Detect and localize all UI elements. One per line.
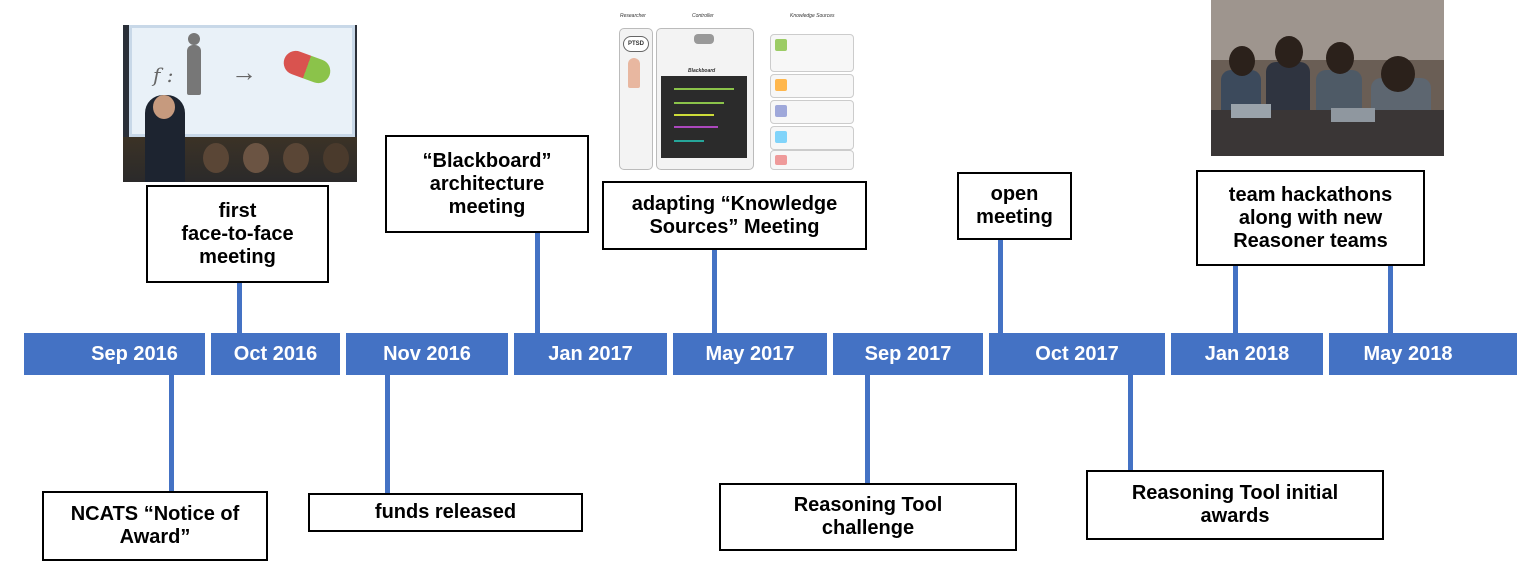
database-icon [775,131,787,143]
event-box-funds-released: funds released [308,493,583,532]
audience-head [323,143,349,173]
event-line: Sources” Meeting [649,215,820,238]
gamepad-icon [694,34,714,44]
board-line [674,88,734,90]
event-line: meeting [976,206,1053,228]
database-icon [775,105,787,117]
audience-head [243,143,269,173]
diagram-header-controller: Controller [692,13,714,19]
event-line: open [990,183,1039,205]
diagram-header-researcher: Researcher [620,13,646,19]
event-line: Reasoning Tool initial [1131,482,1339,504]
connector-hackathons-2 [1388,266,1393,333]
date-label: Sep 2017 [864,342,952,365]
audience-head [283,143,309,173]
audience-head [203,143,229,173]
ptsd-cloud: PTSD [623,36,649,52]
blackboard-architecture-diagram: Researcher Controller Knowledge Sources … [614,10,858,172]
event-box-team-hackathons: team hackathons along with new Reasoner … [1196,170,1425,266]
connector-notice-of-award [169,375,174,491]
connector-knowledge-sources-meeting [712,250,717,333]
event-line: meeting [448,195,526,218]
speaker-head [153,95,175,119]
date-label: Nov 2016 [383,342,471,365]
ptsd-label: PTSD [627,41,644,47]
event-line: meeting [199,245,276,268]
date-label: Jan 2018 [1204,342,1290,365]
timeline-segment-oct-2016: Oct 2016 [211,333,340,375]
event-line: face-to-face [181,222,294,245]
arrow-glyph: → [231,57,257,87]
timeline-segment-may-2017: May 2017 [673,333,827,375]
event-box-initial-awards: Reasoning Tool initial awards [1086,470,1384,540]
knowledge-source-row [770,150,854,170]
event-line: awards [1200,505,1270,527]
timeline-segment-jan-2017: Jan 2017 [514,333,667,375]
timeline-segment-jan-2018: Jan 2018 [1171,333,1323,375]
person-glyph [187,45,201,95]
event-box-open-meeting: open meeting [957,172,1072,240]
blackboard-label: Blackboard [688,68,716,74]
date-label: May 2018 [1363,342,1453,365]
timeline-segment-may-2018: May 2018 [1329,333,1517,375]
event-line: Award” [119,526,191,548]
timeline-segment-sep-2017: Sep 2017 [833,333,983,375]
connector-funds-released [385,375,390,493]
connector-blackboard-meeting [535,233,540,333]
database-icon [775,79,787,91]
connector-first-meeting [237,283,242,333]
event-line: Reasoner teams [1233,229,1388,252]
connector-hackathons-1 [1233,266,1238,333]
event-line: “Blackboard” [422,149,552,172]
event-line: first [218,199,257,222]
participant-head [1326,42,1354,74]
event-box-first-meeting: first face-to-face meeting [146,185,329,283]
event-line: adapting “Knowledge [631,192,838,215]
connector-reasoning-challenge [865,375,870,483]
event-box-blackboard-meeting: “Blackboard” architecture meeting [385,135,589,233]
knowledge-source-row [770,100,854,124]
timeline-segment-oct-2017: Oct 2017 [989,333,1165,375]
presentation-photo: f : → [123,25,357,182]
laptop-icon [1231,104,1271,118]
event-line: NCATS “Notice of [70,503,240,525]
event-box-knowledge-sources-meeting: adapting “Knowledge Sources” Meeting [602,181,867,250]
event-box-reasoning-challenge: Reasoning Tool challenge [719,483,1017,551]
database-icon [775,155,787,165]
diagram-header-knowledge-sources: Knowledge Sources [790,13,835,19]
knowledge-source-row [770,74,854,98]
event-line: Reasoning Tool [793,494,943,516]
event-box-notice-of-award: NCATS “Notice of Award” [42,491,268,561]
board-line [674,114,714,116]
timeline-segment-sep-2016: Sep 2016 [24,333,205,375]
event-line: funds released [374,501,517,523]
event-line: along with new [1238,206,1383,229]
date-label: May 2017 [705,342,795,365]
date-label: Oct 2016 [233,342,318,365]
date-label: Sep 2016 [91,342,178,365]
connector-initial-awards [1128,375,1133,470]
event-line: challenge [821,517,915,539]
timeline-segment-nov-2016: Nov 2016 [346,333,508,375]
formula-glyph: f : [153,63,174,87]
date-label: Jan 2017 [548,342,633,365]
date-label: Oct 2017 [1035,342,1119,365]
knowledge-source-row [770,34,854,72]
participant-head [1275,36,1303,68]
board-line [674,102,724,104]
hackathon-photo [1211,0,1444,156]
event-line: team hackathons [1228,183,1393,206]
person-head-glyph [188,33,200,45]
connector-open-meeting [998,240,1003,333]
board-line [674,140,704,142]
database-icon [775,39,787,51]
knowledge-source-row [770,126,854,150]
event-line: architecture [429,172,545,195]
board-line [674,126,718,128]
laptop-icon [1331,108,1375,122]
researcher-icon [628,58,640,88]
participant-head [1229,46,1255,76]
participant-head [1381,56,1415,92]
